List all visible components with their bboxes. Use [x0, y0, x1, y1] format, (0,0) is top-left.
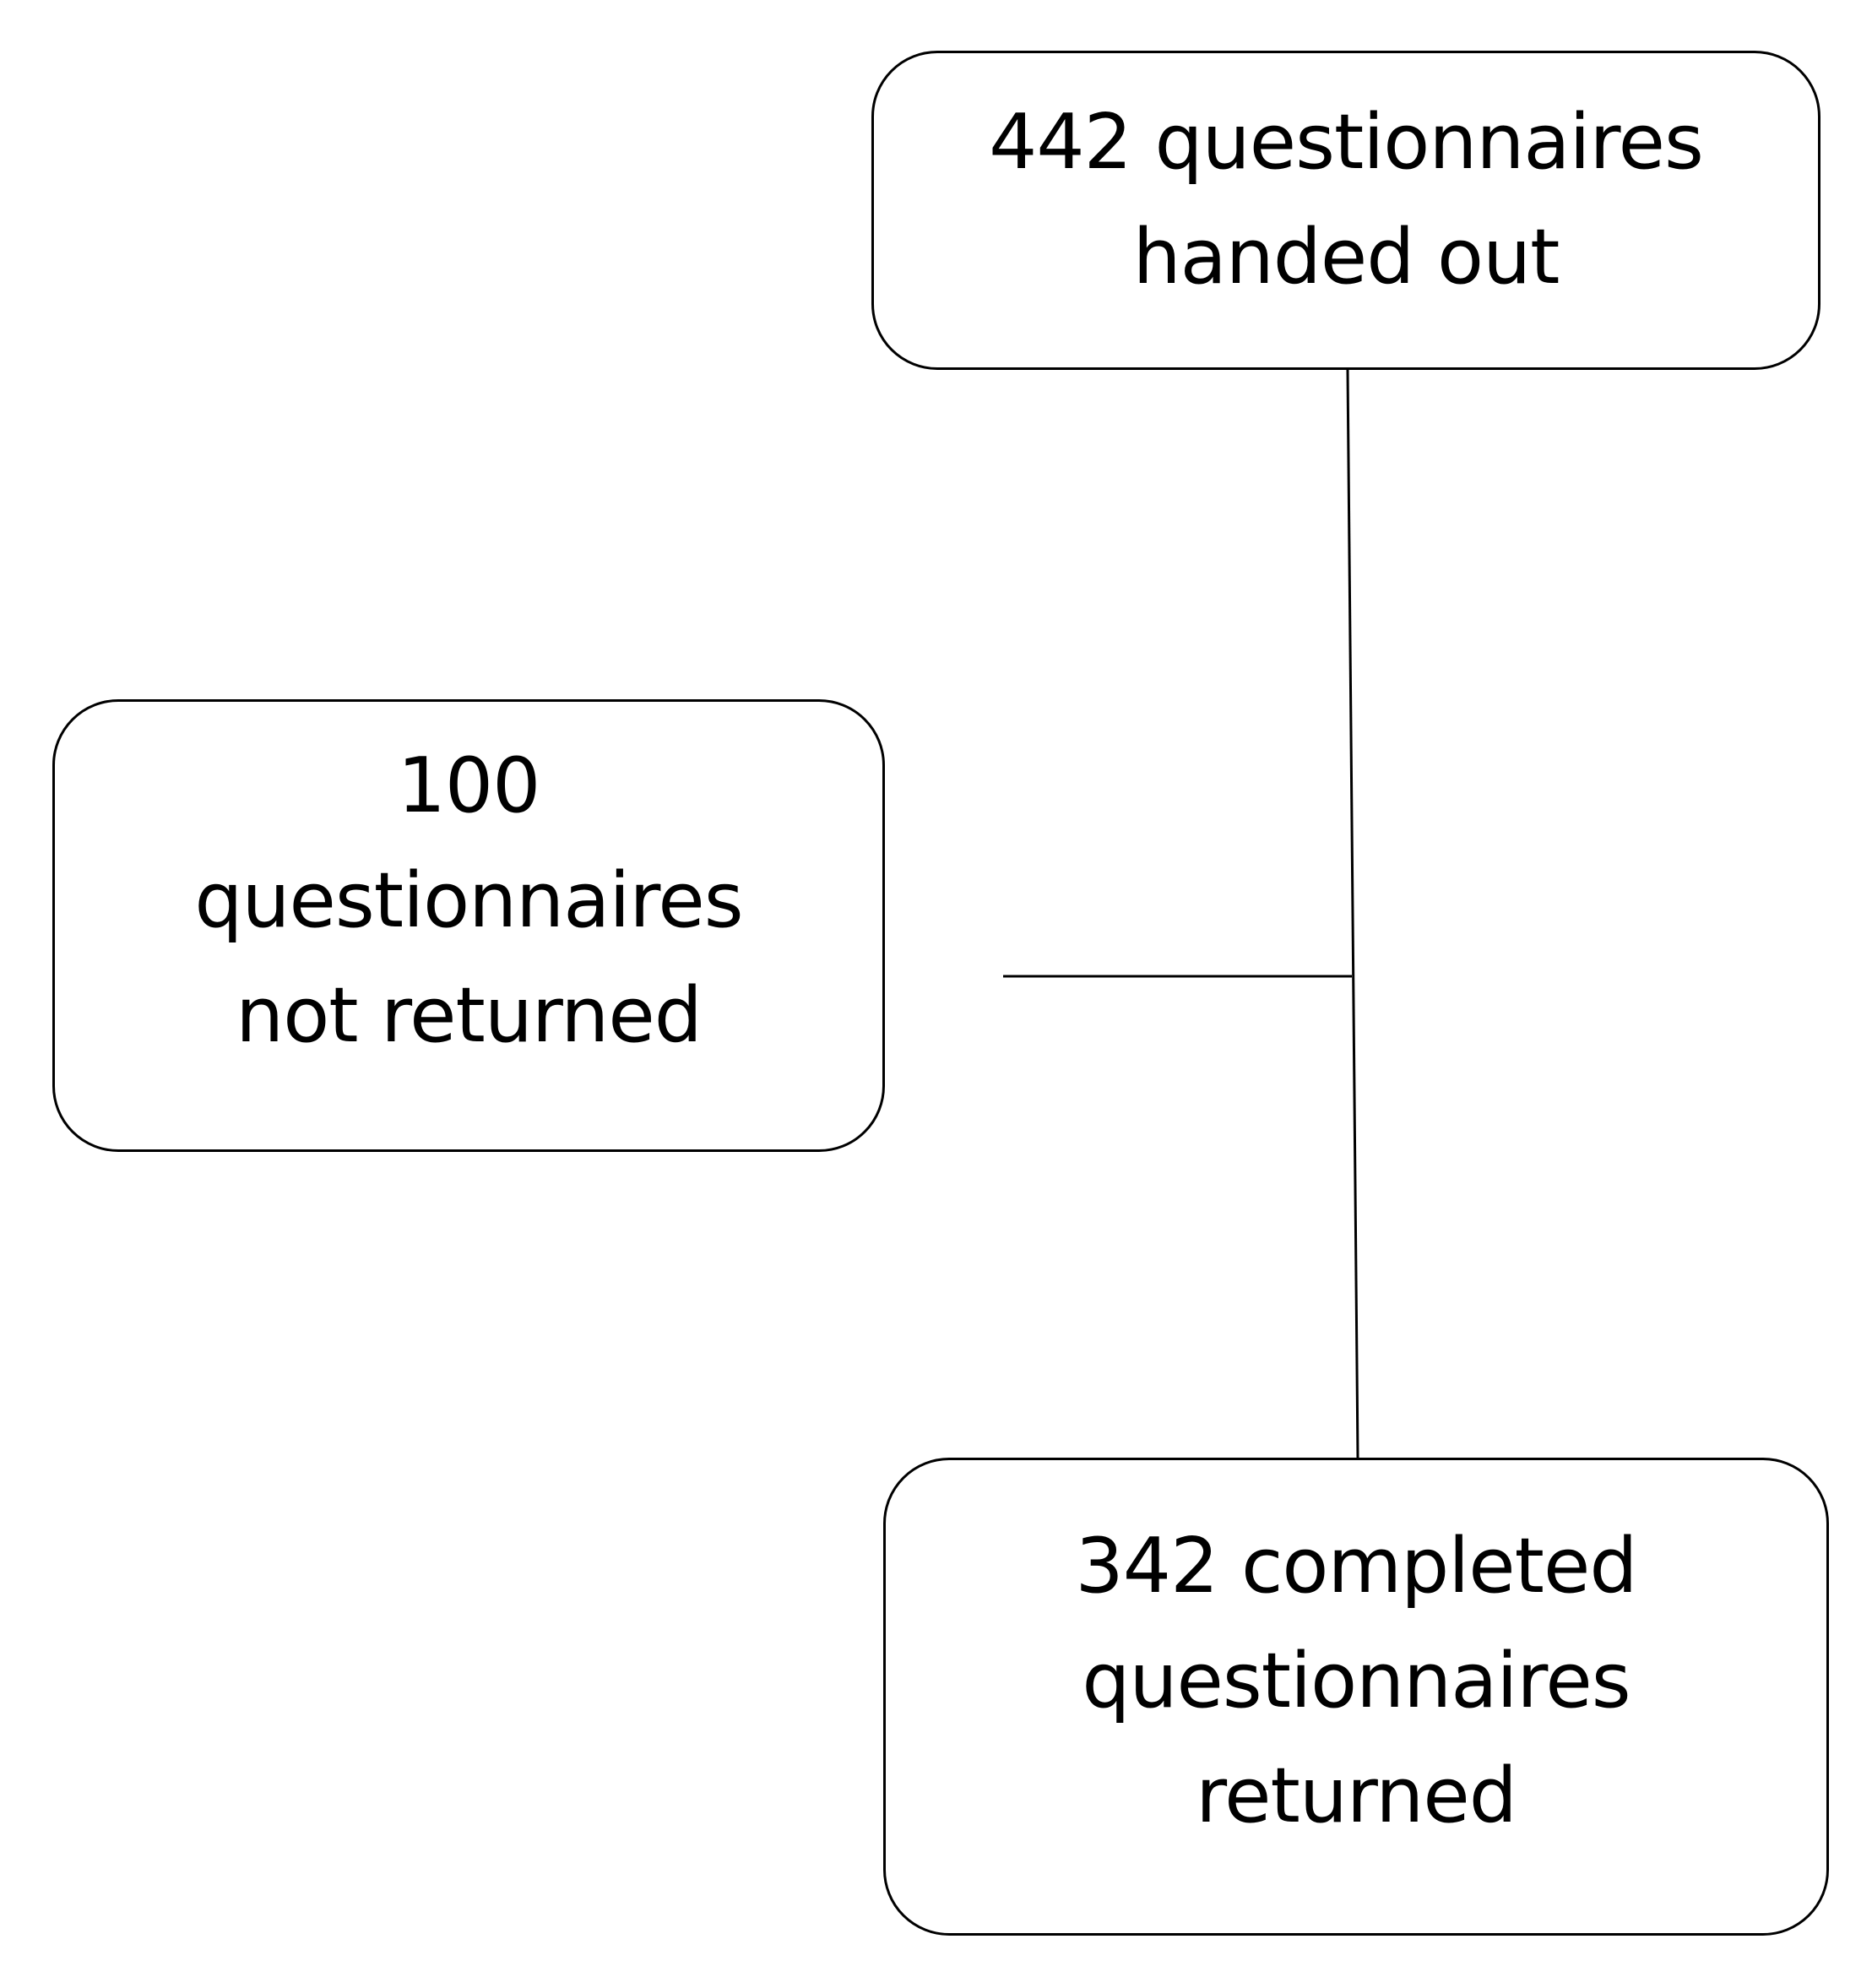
not-returned-box: 100 questionnaires not returned: [52, 699, 885, 1152]
not-returned-line-3: not returned: [236, 971, 703, 1060]
not-returned-line-2: questionnaires: [194, 856, 743, 945]
returned-box: 342 completed questionnaires returned: [883, 1458, 1829, 1936]
handed-out-line-1: 442 questionnaires: [989, 98, 1704, 187]
handed-out-box: 442 questionnaires handed out: [871, 51, 1820, 370]
handed-out-line-2: handed out: [1132, 213, 1560, 301]
returned-line-1: 342 completed: [1075, 1522, 1638, 1610]
not-returned-line-1: 100: [397, 741, 541, 830]
returned-line-3: returned: [1196, 1752, 1517, 1840]
main-vertical-connector: [1346, 369, 1359, 1458]
returned-line-2: questionnaires: [1082, 1637, 1631, 1725]
